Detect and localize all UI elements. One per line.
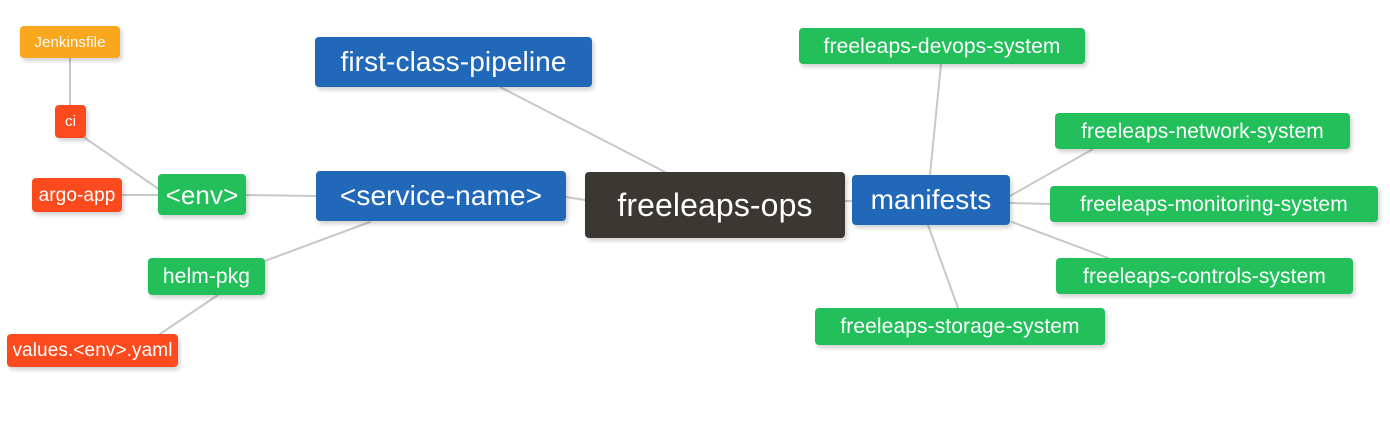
node-freeleaps-network-system[interactable]: freeleaps-network-system [1055, 113, 1350, 149]
edge-helmpkg-servicename [261, 221, 371, 263]
node-freeleaps-ops[interactable]: freeleaps-ops [585, 172, 845, 238]
edge-firstclass-freeleapsops [499, 86, 666, 173]
node-argo-app[interactable]: argo-app [32, 178, 122, 212]
edge-manifests-controlssystem [1011, 221, 1109, 259]
node-manifests[interactable]: manifests [852, 175, 1010, 225]
node-freeleaps-monitoring-system[interactable]: freeleaps-monitoring-system [1050, 186, 1378, 222]
edge-manifests-devopssystem [929, 63, 942, 176]
node-freeleaps-devops-system[interactable]: freeleaps-devops-system [799, 28, 1085, 64]
node-first-class-pipeline[interactable]: first-class-pipeline [315, 37, 592, 87]
node-jenkinsfile[interactable]: Jenkinsfile [20, 26, 120, 58]
node-env[interactable]: <env> [158, 174, 246, 215]
edge-valuesyaml-helmpkg [159, 294, 219, 335]
node-service-name[interactable]: <service-name> [316, 171, 566, 221]
node-freeleaps-controls-system[interactable]: freeleaps-controls-system [1056, 258, 1353, 294]
edge-manifests-monitoringsystem [1009, 202, 1051, 205]
edge-servicename-freeleapsops [565, 196, 586, 201]
node-freeleaps-storage-system[interactable]: freeleaps-storage-system [815, 308, 1105, 345]
node-ci[interactable]: ci [55, 105, 86, 138]
edge-env-servicename [244, 194, 317, 197]
edge-manifests-storagesystem [927, 224, 959, 309]
node-helm-pkg[interactable]: helm-pkg [148, 258, 265, 295]
node-values-yaml[interactable]: values.<env>.yaml [7, 334, 178, 367]
